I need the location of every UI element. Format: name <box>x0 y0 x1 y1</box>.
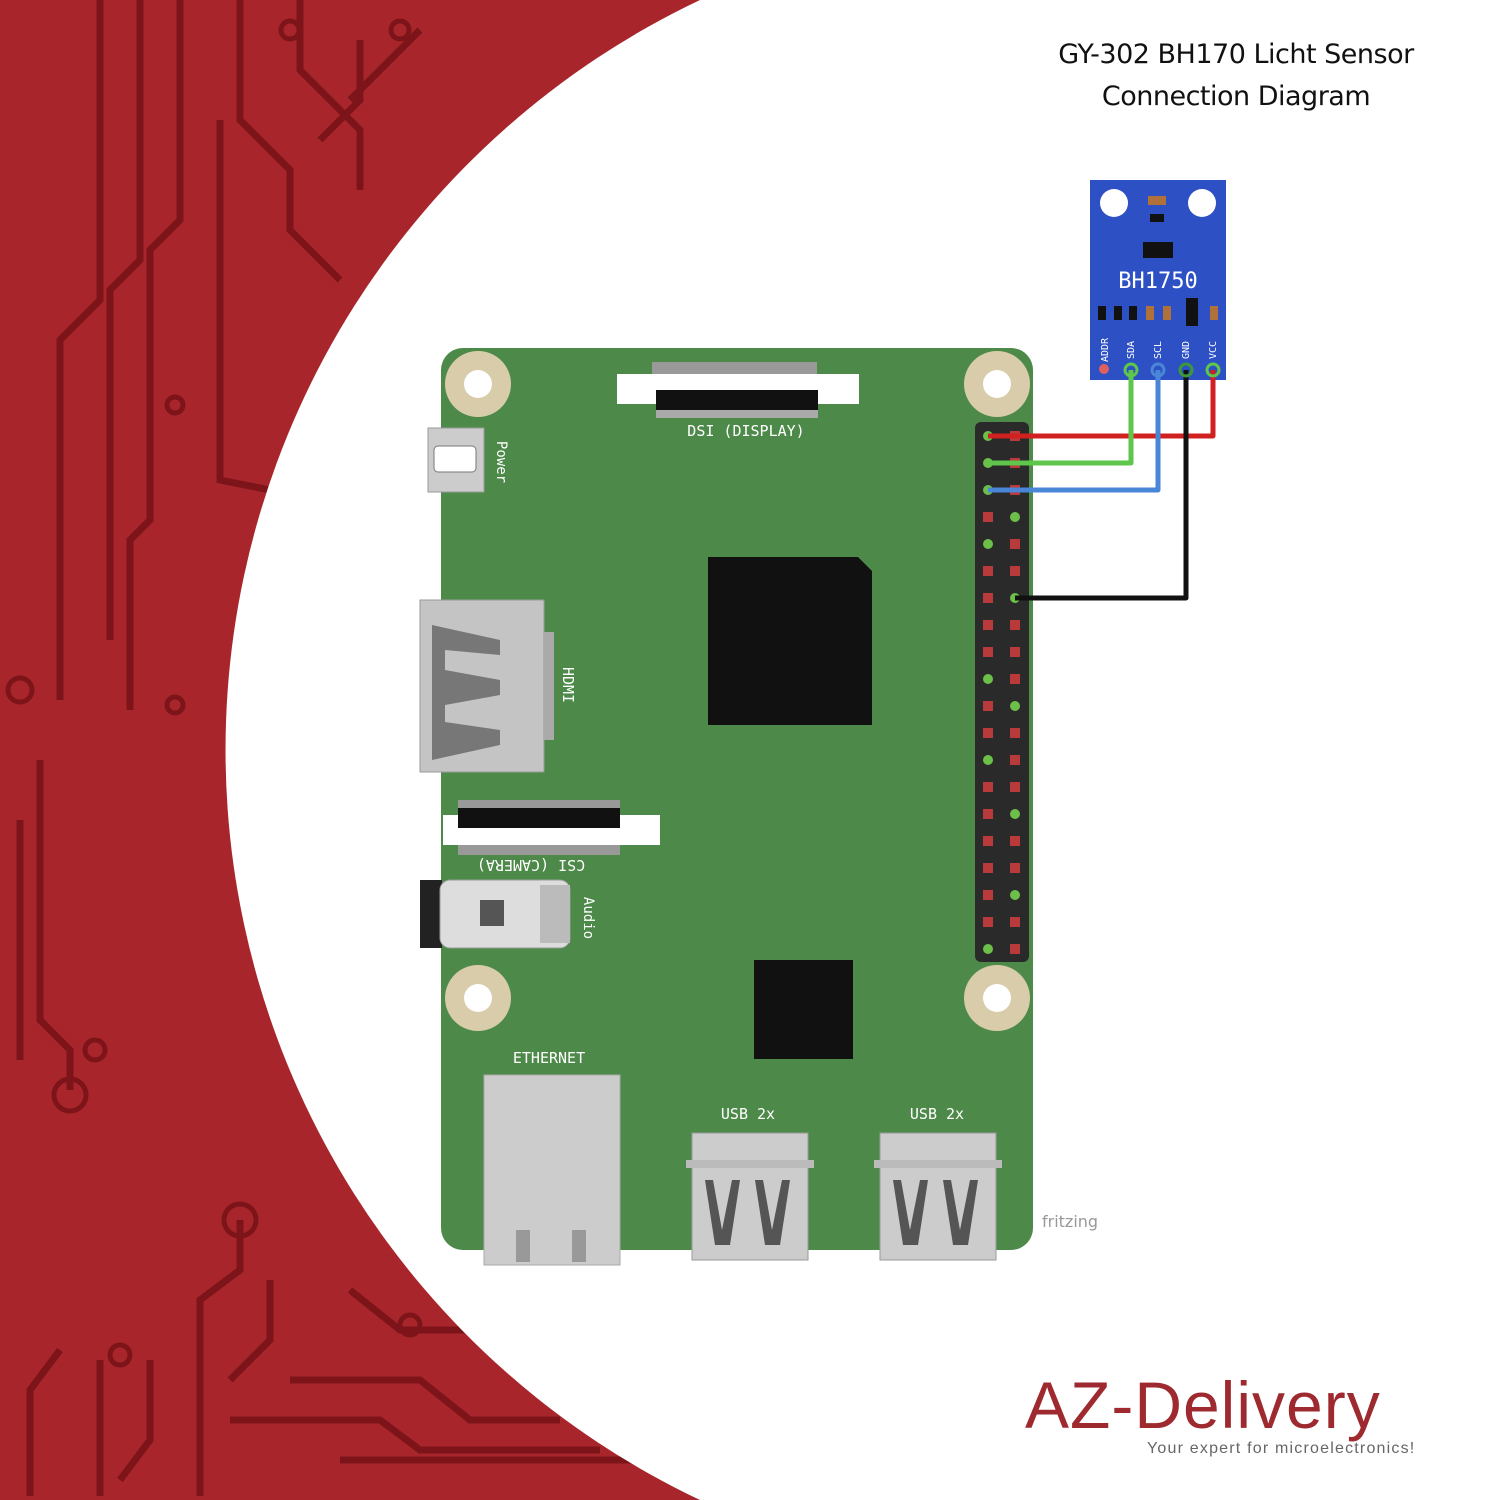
pin-label-addr: ADDR <box>1100 337 1111 362</box>
gpio-pin <box>983 620 993 630</box>
audio-label: Audio <box>580 897 596 939</box>
gpio-pin <box>983 566 993 576</box>
gpio-pin <box>983 809 993 819</box>
gpio-pin <box>1010 782 1020 792</box>
gpio-pin <box>1010 836 1020 846</box>
diagram-title: GY-302 BH170 Licht Sensor Connection Dia… <box>1006 34 1466 118</box>
usb-port-1 <box>686 1132 814 1261</box>
gpio-pin <box>983 890 993 900</box>
gpio-pin <box>1010 512 1020 522</box>
circuit-traces-decoration <box>16 0 640 1496</box>
fritzing-credit: fritzing <box>1042 1212 1099 1231</box>
gpio-pin <box>983 863 993 873</box>
usb-port-2 <box>874 1132 1002 1261</box>
usb-lan-chip <box>754 960 853 1059</box>
logo-tagline: Your expert for microelectronics! <box>1147 1440 1416 1457</box>
wire-vcc <box>988 370 1216 439</box>
pin-label-sda: SDA <box>1126 341 1137 359</box>
gpio-pin <box>983 755 993 765</box>
gpio-pin <box>983 647 993 657</box>
csi-label: CSI (CAMERA) <box>477 856 585 874</box>
title-line-2: Connection Diagram <box>1101 81 1371 112</box>
gpio-pin <box>1010 674 1020 684</box>
gpio-pin <box>983 944 993 954</box>
bh1750-sensor-module: BH1750 ADDR SDA SCL GND VCC <box>1090 180 1226 380</box>
gpio-pin <box>983 593 993 603</box>
gpio-pin <box>983 917 993 927</box>
usb-label-1: USB 2x <box>721 1105 775 1123</box>
gpio-pin <box>983 539 993 549</box>
wire-sda <box>988 370 1134 466</box>
dsi-connector <box>617 362 859 418</box>
soc-chip <box>708 557 872 725</box>
wire-endpoints <box>1123 362 1221 378</box>
raspberry-pi-board: DSI (DISPLAY) Power HDMI CSI (CAMERA) Au… <box>419 348 1033 1266</box>
gpio-pin <box>1010 917 1020 927</box>
gpio-pin <box>1010 890 1020 900</box>
gpio-pin <box>1010 620 1020 630</box>
power-label: Power <box>493 441 509 483</box>
pin-addr <box>1099 364 1109 374</box>
circuit-pads-decoration <box>5 18 423 1368</box>
pin-label-scl: SCL <box>1153 341 1164 359</box>
gpio-pin <box>1010 701 1020 711</box>
az-delivery-logo: AZ-Delivery Your expert for microelectro… <box>1025 1372 1485 1462</box>
hdmi-port <box>419 599 554 773</box>
gpio-pin <box>1010 647 1020 657</box>
gpio-pin <box>1010 539 1020 549</box>
gpio-pin <box>1010 566 1020 576</box>
gpio-pin <box>983 836 993 846</box>
gpio-pin <box>983 701 993 711</box>
gpio-pin <box>1010 809 1020 819</box>
pin-label-vcc: VCC <box>1208 341 1219 359</box>
pin-label-gnd: GND <box>1181 341 1192 359</box>
gpio-pin <box>1010 755 1020 765</box>
wires <box>988 370 1216 601</box>
gpio-pin <box>983 782 993 792</box>
power-port <box>427 427 485 493</box>
wire-scl <box>988 370 1161 493</box>
sensor-chip-label: BH1750 <box>1118 269 1197 294</box>
gpio-pin <box>1010 863 1020 873</box>
logo-brand: AZ-Delivery <box>1025 1368 1381 1442</box>
usb-label-2: USB 2x <box>910 1105 964 1123</box>
gpio-pin <box>1010 944 1020 954</box>
gpio-pin <box>983 512 993 522</box>
ethernet-label: ETHERNET <box>513 1049 585 1067</box>
csi-connector <box>443 800 660 855</box>
gpio-pin <box>1010 728 1020 738</box>
gpio-header <box>975 422 1029 962</box>
wire-gnd <box>1015 370 1189 601</box>
gpio-pin <box>983 728 993 738</box>
title-line-1: GY-302 BH170 Licht Sensor <box>1058 39 1414 70</box>
audio-jack <box>420 879 571 949</box>
hdmi-label: HDMI <box>559 667 577 703</box>
dsi-label: DSI (DISPLAY) <box>687 422 804 440</box>
ethernet-port <box>483 1074 621 1266</box>
gpio-pin <box>983 674 993 684</box>
